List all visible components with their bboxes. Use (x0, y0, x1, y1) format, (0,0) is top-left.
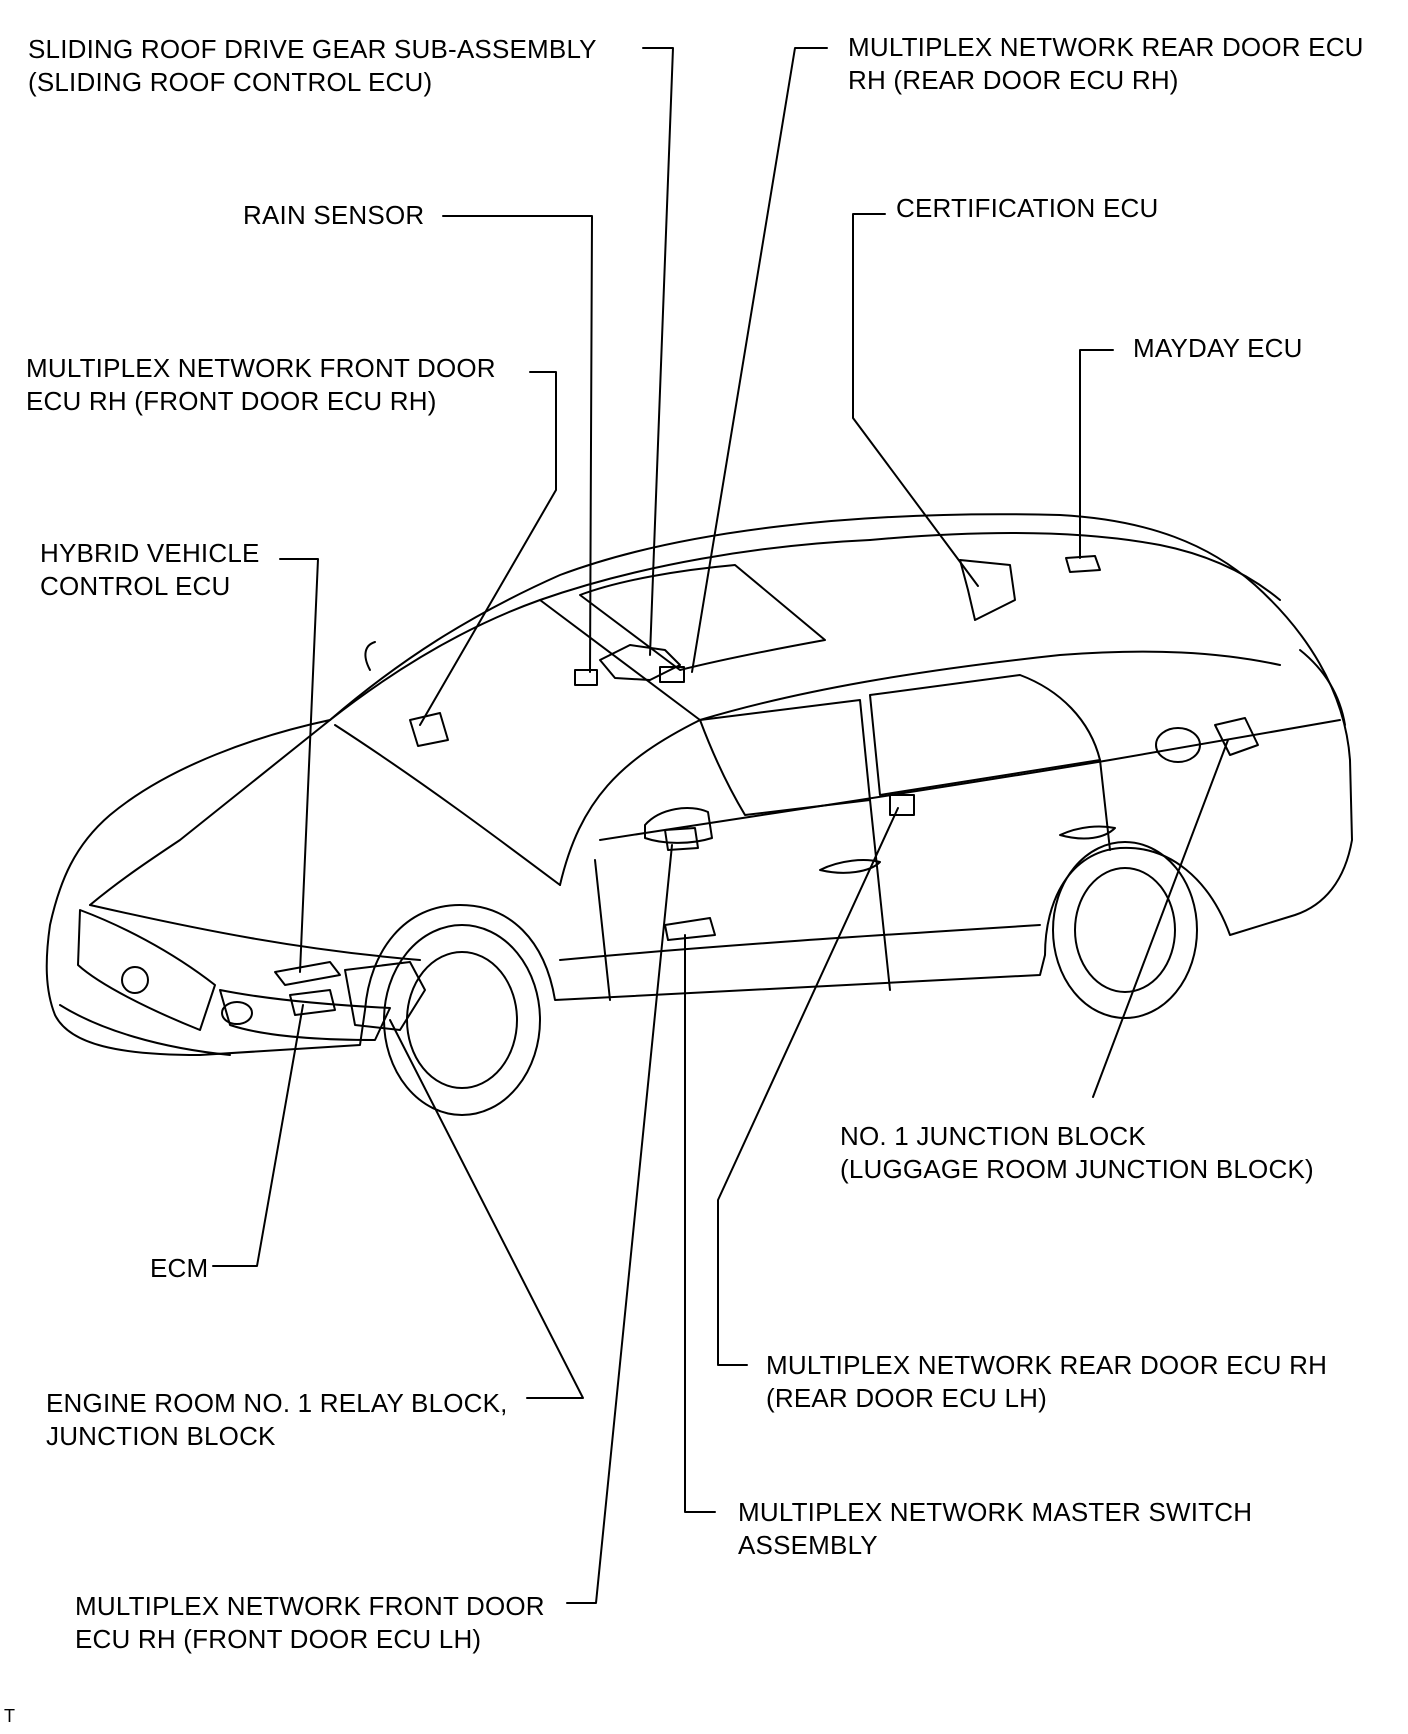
front-bumper (59, 1004, 231, 1056)
component-certification (959, 559, 1016, 621)
label-rear-door-lh: MULTIPLEX NETWORK REAR DOOR ECU RH (REAR… (766, 1350, 1328, 1413)
component-junction-block-1 (1214, 717, 1259, 756)
component-ecm (289, 989, 336, 1016)
component-front-door-rh (409, 712, 449, 747)
component-engine-relay (344, 961, 426, 1031)
label-ecm: ECM (150, 1253, 209, 1283)
leader-junction-block-1 (1092, 739, 1229, 1098)
leader-rear-door-lh (717, 807, 899, 1366)
component-rain-sensor (574, 669, 598, 686)
label-sliding-roof: SLIDING ROOF DRIVE GEAR SUB-ASSEMBLY (SL… (28, 34, 597, 97)
hood-line-3 (89, 904, 421, 961)
front-side-window (699, 699, 871, 816)
label-front-door-lh: MULTIPLEX NETWORK FRONT DOOR ECU RH (FRO… (75, 1591, 545, 1654)
front-door-handle (819, 859, 881, 874)
hood-line-2 (334, 724, 561, 886)
grille (77, 909, 216, 1031)
components (274, 555, 1259, 1031)
leader-rain-sensor (442, 215, 593, 673)
leader-engine-relay (389, 1019, 584, 1399)
door-line-rear (1099, 759, 1111, 851)
rear-wheel (1052, 841, 1198, 1019)
roof-edge (869, 532, 1281, 601)
sunroof (579, 564, 826, 671)
door-line-mid (869, 799, 891, 991)
component-sliding-roof (599, 644, 681, 681)
beltline (599, 719, 1341, 841)
door-line-front (594, 859, 611, 1001)
leader-ecm (212, 1004, 304, 1267)
rear-wheel-hub (1074, 867, 1176, 993)
emblem (121, 966, 149, 994)
leader-rear-door-rh (691, 47, 828, 673)
label-junction-block-1: NO. 1 JUNCTION BLOCK (LUGGAGE ROOM JUNCT… (840, 1121, 1314, 1184)
front-wheel-hub (406, 951, 518, 1089)
label-certification: CERTIFICATION ECU (896, 193, 1159, 223)
component-hybrid-ecu (274, 961, 341, 986)
rear-door-handle (1059, 825, 1116, 840)
label-front-door-rh: MULTIPLEX NETWORK FRONT DOOR ECU RH (FRO… (26, 353, 496, 416)
label-mayday: MAYDAY ECU (1133, 333, 1303, 363)
component-rear-door-rh (659, 666, 685, 683)
fog-light (221, 1001, 253, 1025)
leader-sliding-roof (642, 47, 674, 656)
windshield (329, 599, 701, 886)
label-engine-relay: ENGINE ROOM NO. 1 RELAY BLOCK, JUNCTION … (46, 1388, 508, 1451)
leader-hybrid (279, 558, 319, 973)
rear-lamp (1299, 649, 1346, 726)
rear-side-window (869, 674, 1101, 796)
hood-line (89, 719, 331, 906)
component-master-switch (664, 917, 716, 941)
leader-front-door-rh (419, 371, 557, 726)
label-rear-door-rh: MULTIPLEX NETWORK REAR DOOR ECU RH (REAR… (848, 32, 1364, 95)
label-hybrid: HYBRID VEHICLE CONTROL ECU (40, 538, 260, 601)
rocker-line (559, 924, 1041, 961)
car-silhouette (45, 513, 1353, 1056)
fuel-door (1155, 727, 1201, 763)
label-rain-sensor: RAIN SENSOR (243, 200, 425, 230)
component-mayday (1065, 555, 1101, 573)
component-rear-door-lh (889, 794, 915, 816)
leader-certification (852, 213, 979, 587)
side-mirror (644, 807, 713, 844)
leader-lines (212, 47, 1229, 1604)
label-master-switch: MULTIPLEX NETWORK MASTER SWITCH ASSEMBLY (738, 1497, 1253, 1560)
leader-master-switch (684, 934, 716, 1513)
leader-front-door-lh (566, 844, 673, 1604)
leader-mayday (1079, 349, 1114, 559)
antenna (364, 641, 376, 671)
car-body (45, 513, 1353, 1116)
component-front-door-lh (664, 827, 699, 851)
windshield-top (539, 539, 871, 601)
headlight (219, 989, 391, 1041)
roof-line (699, 650, 1281, 721)
reference-code: T (4, 1706, 15, 1726)
